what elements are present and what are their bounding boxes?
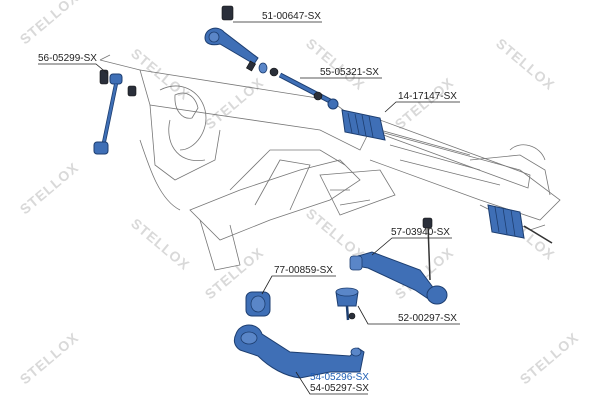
label-lower-control-arm-a[interactable]: 54-05296-SX — [310, 372, 369, 383]
label-ball-joint[interactable]: 52-00297-SX — [398, 313, 457, 324]
label-upper-control-arm[interactable]: 57-03940-SX — [391, 227, 450, 238]
watermark-layer: STELLOX STELLOX STELLOX STELLOX STELLOX … — [17, 0, 582, 387]
part-labels: 51-00647-SX 56-05299-SX 55-05321-SX 14-1… — [38, 11, 457, 394]
watermark-text: STELLOX — [128, 45, 193, 103]
watermark-text: STELLOX — [303, 205, 368, 263]
label-stabilizer-link[interactable]: 56-05299-SX — [38, 53, 97, 64]
label-control-arm-bushing[interactable]: 77-00859-SX — [274, 265, 333, 276]
label-tie-rod-end[interactable]: 51-00647-SX — [262, 11, 321, 22]
stabilizer-link — [93, 69, 137, 155]
watermark-text: STELLOX — [17, 329, 82, 387]
label-inner-tie-rod[interactable]: 55-05321-SX — [320, 67, 379, 78]
watermark-text: STELLOX — [128, 215, 193, 273]
watermark-text: STELLOX — [202, 74, 267, 132]
watermark-text: STELLOX — [517, 329, 582, 387]
watermark-text: STELLOX — [493, 35, 558, 93]
watermark-text: STELLOX — [392, 74, 457, 132]
upper-control-arm — [349, 217, 448, 305]
subframe-outline — [99, 54, 561, 271]
watermark-text: STELLOX — [17, 0, 82, 47]
inner-tie-rod — [258, 62, 339, 110]
tie-rod-end — [204, 5, 259, 72]
control-arm-bushing — [245, 291, 271, 317]
steering-rack — [341, 109, 553, 244]
lower-control-arm — [233, 324, 365, 379]
ball-joint — [335, 287, 359, 321]
leader-lines — [38, 21, 460, 395]
label-lower-control-arm-b[interactable]: 54-05297-SX — [310, 383, 369, 394]
label-steering-rack[interactable]: 14-17147-SX — [398, 91, 457, 102]
watermark-text: STELLOX — [17, 159, 82, 217]
watermark-text: STELLOX — [303, 35, 368, 93]
